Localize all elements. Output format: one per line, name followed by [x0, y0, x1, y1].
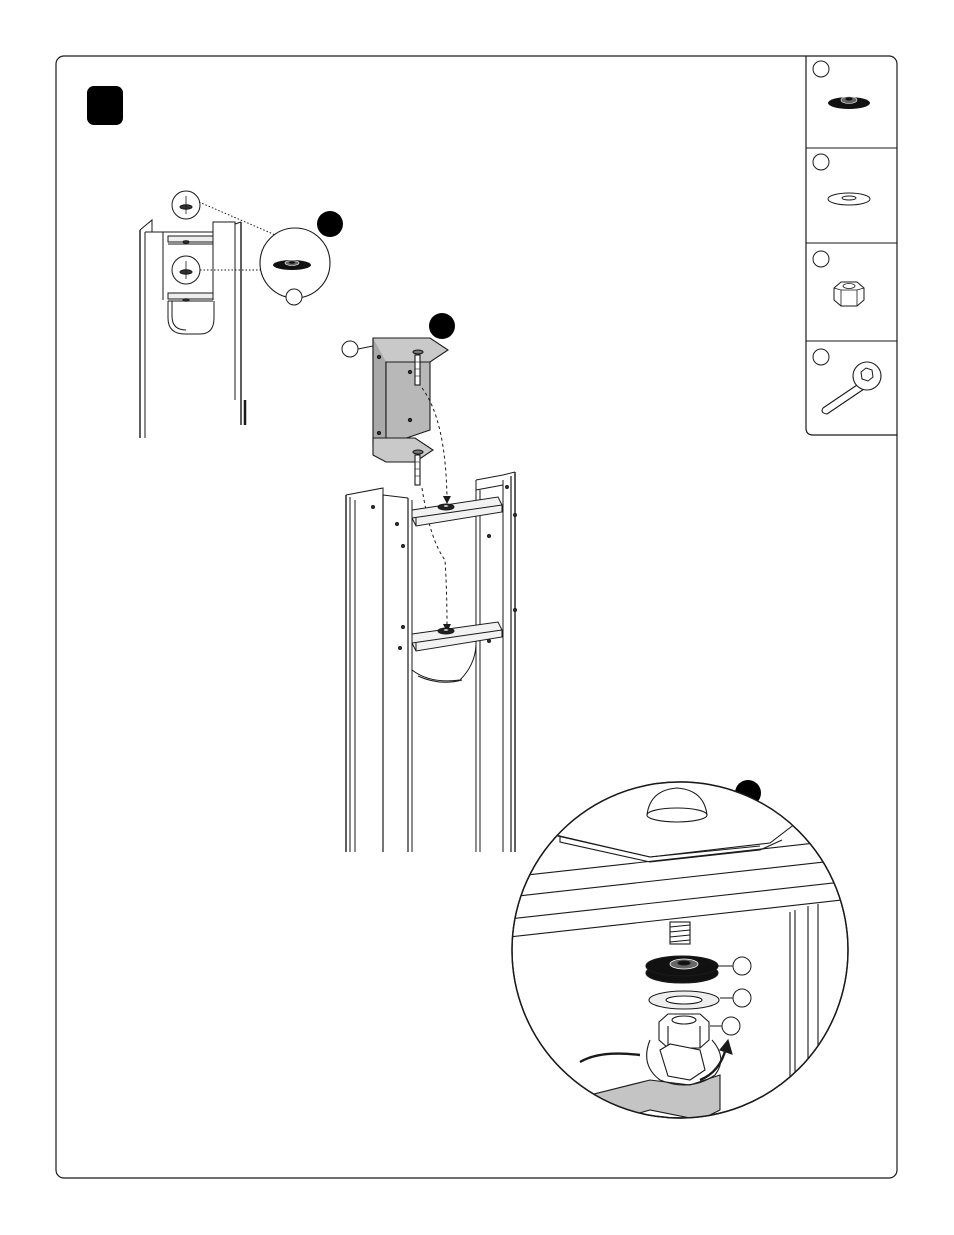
callout-circle	[722, 1017, 740, 1035]
sub-step-badge-a	[317, 211, 343, 237]
main-post-illustration	[346, 472, 517, 852]
wrench-icon	[822, 362, 881, 414]
zoom-detail	[500, 700, 860, 1130]
parts-item-3	[813, 251, 864, 306]
detail-washer-magnifier	[260, 228, 330, 305]
sub-step-badge-b	[429, 313, 455, 339]
overview-post-illustration	[140, 191, 280, 438]
callout-circle	[286, 289, 302, 305]
part-id-circle	[813, 349, 829, 365]
part-id-circle	[813, 251, 829, 267]
parts-item-4	[813, 349, 881, 414]
bracket-callout	[342, 341, 373, 357]
callout-circle	[733, 957, 751, 975]
flange-nut-icon	[828, 97, 870, 110]
step-badge	[87, 86, 123, 125]
callout-circle	[733, 989, 751, 1007]
mounting-bracket	[373, 338, 448, 485]
flat-washer-icon	[828, 193, 870, 205]
parts-item-1	[813, 61, 870, 109]
part-id-circle	[813, 61, 829, 77]
hex-nut-icon	[834, 282, 864, 306]
parts-panel	[806, 56, 897, 435]
part-id-circle	[813, 154, 829, 170]
parts-item-2	[813, 154, 870, 205]
callout-circle	[342, 341, 358, 357]
